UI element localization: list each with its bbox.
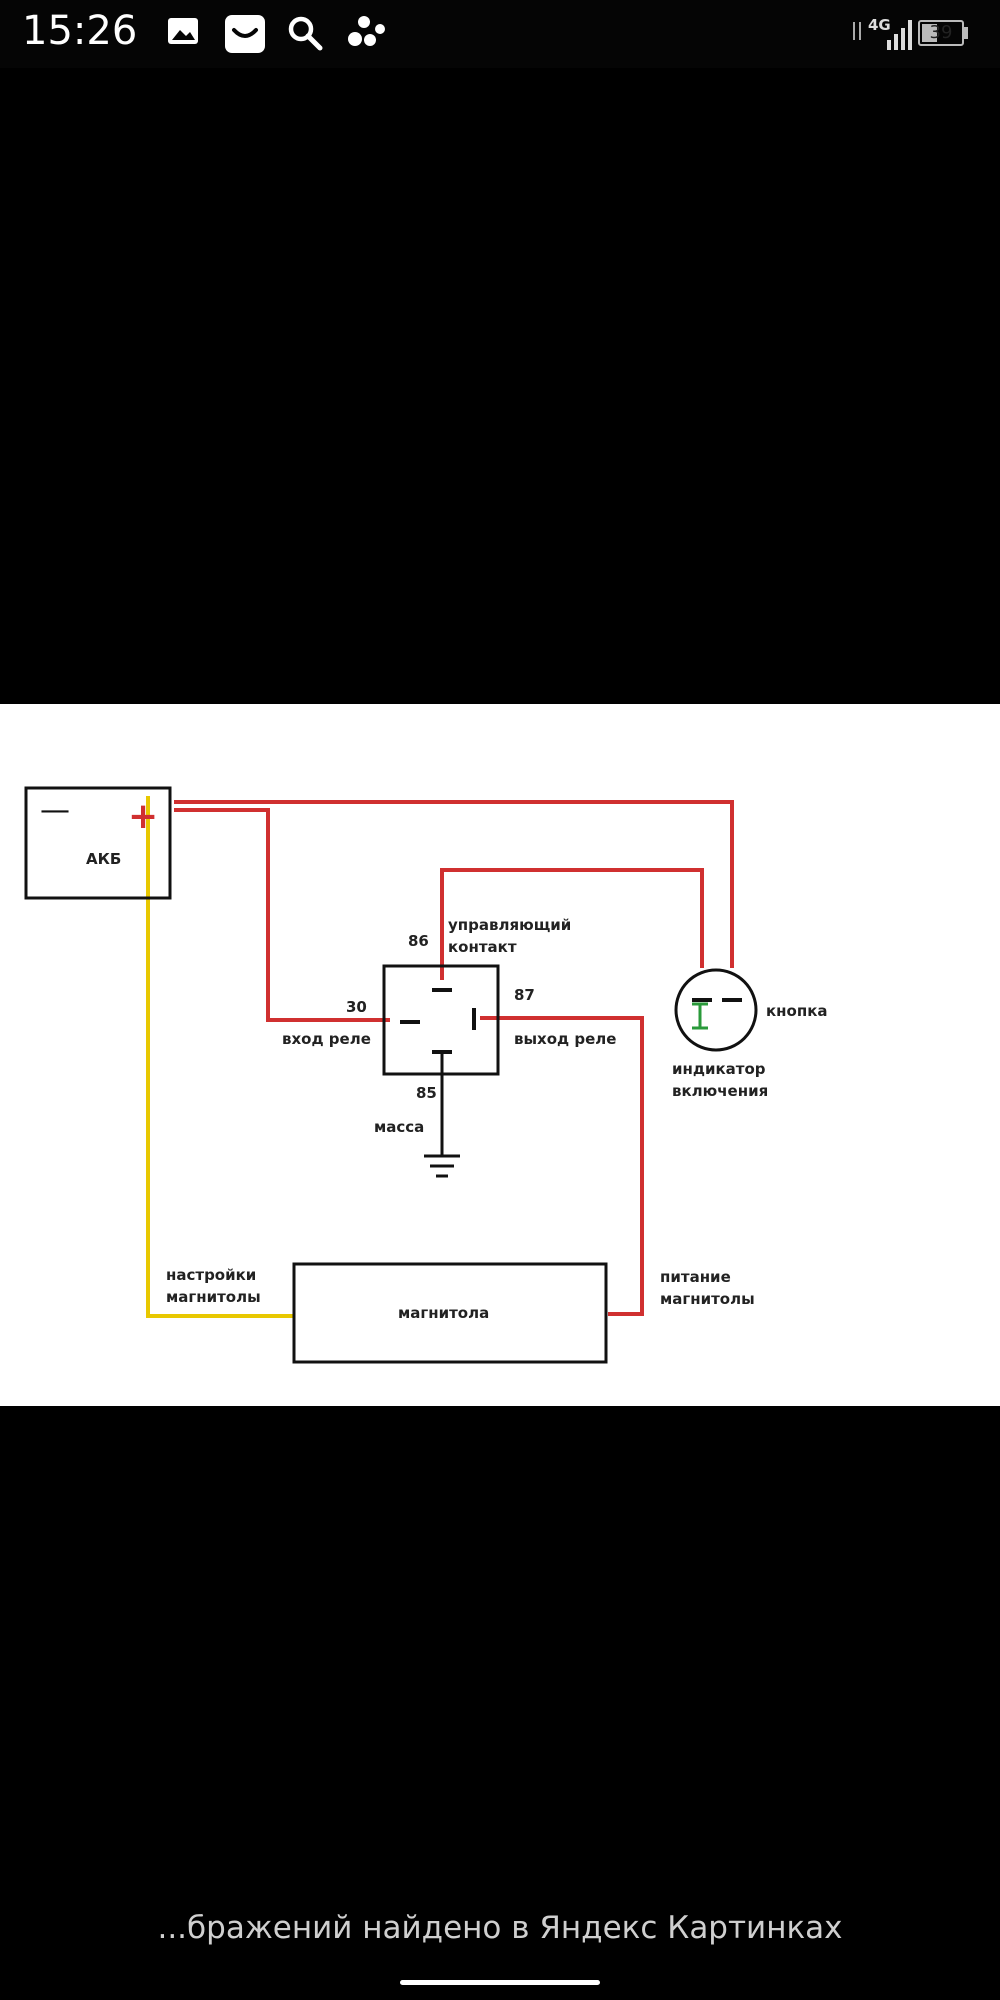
battery-label: АКБ [86,850,121,868]
label-radio: магнитола [398,1304,489,1322]
label-control-contact-1: управляющий [448,916,571,934]
ground-icon [424,1154,460,1178]
battery-level-fill [922,24,937,42]
label-power-1: питание [660,1268,731,1286]
label-indicator-1: индикатор [672,1060,766,1078]
image-viewer[interactable]: — + АКБ [0,68,1000,1900]
button-indicator-circle [674,968,758,1052]
battery-icon: 39 [918,20,964,46]
wiring-diagram: — + АКБ [24,786,828,1364]
wiring-diagram-image[interactable]: — + АКБ [0,704,1000,1406]
wire-pin87-to-radio [480,1016,644,1316]
data-arrows-icon [853,22,861,40]
image-source-caption: ...бражений найдено в Яндекс Картинках [157,1910,843,1946]
network-type: 4G [868,16,891,34]
label-relay-output: выход реле [514,1030,616,1048]
wire-battery-to-button [174,800,734,968]
wire-battery-to-radio-settings [146,796,294,1318]
wire-battery-to-pin30 [174,808,390,1022]
battery-box [24,786,172,900]
label-pin30: 30 [346,998,367,1016]
label-power-2: магнитолы [660,1290,755,1308]
search-icon [288,16,323,51]
radio-box [292,1262,608,1364]
label-pin87: 87 [514,986,535,1004]
signal-icon [887,20,912,50]
label-settings-2: магнитолы [166,1288,261,1306]
battery-level: 39 [929,22,953,43]
status-bar: 15:26 4G 39 [0,0,1000,68]
label-ground: масса [374,1118,424,1136]
label-button: кнопка [766,1002,828,1020]
indicator-lamp-icon [692,1002,708,1030]
app-icon [348,16,385,46]
label-settings-1: настройки [166,1266,256,1284]
gallery-icon [168,18,198,44]
label-relay-input: вход реле [282,1030,371,1048]
wire-pin86-to-button [440,868,704,980]
label-pin86: 86 [408,932,429,950]
message-icon [225,15,265,53]
battery-plus: + [128,796,158,837]
battery-tip [964,27,968,39]
status-time: 15:26 [22,8,138,54]
label-control-contact-2: контакт [448,938,517,956]
home-indicator[interactable] [400,1980,600,1985]
label-pin85: 85 [416,1084,437,1102]
battery-minus: — [40,793,70,828]
label-indicator-2: включения [672,1082,768,1100]
